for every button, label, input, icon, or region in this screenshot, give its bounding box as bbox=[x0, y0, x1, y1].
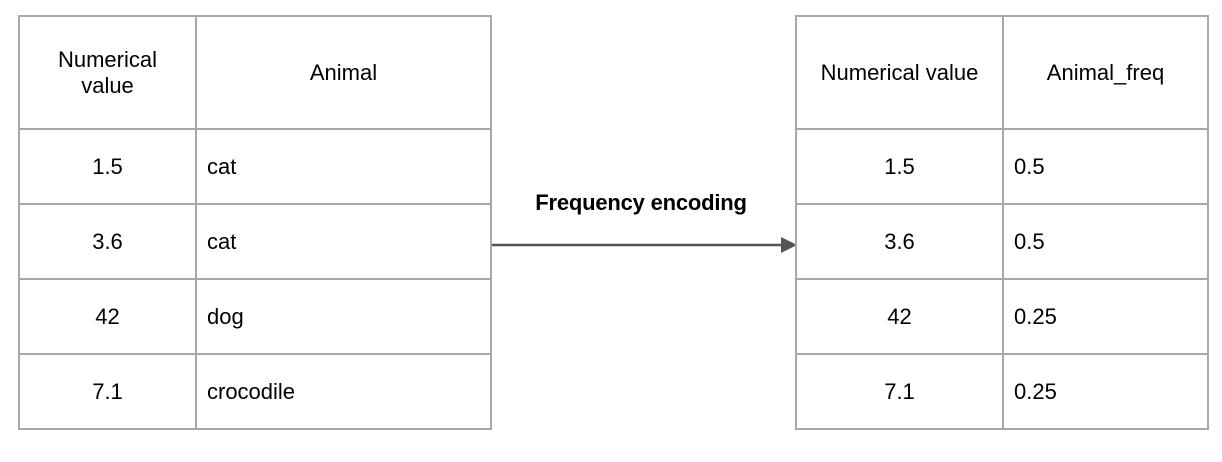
encoded-cell-numerical-value: 3.6 bbox=[795, 203, 1004, 280]
source-cell-numerical-value: 42 bbox=[18, 278, 197, 355]
encoded-header-animal-freq: Animal_freq bbox=[1002, 15, 1209, 130]
source-cell-animal: crocodile bbox=[195, 353, 492, 430]
encoded-table: Numerical value Animal_freq 1.5 0.5 3.6 … bbox=[795, 15, 1209, 430]
table-row: 1.5 0.5 bbox=[795, 128, 1209, 205]
transform-label: Frequency encoding bbox=[535, 190, 747, 215]
source-cell-numerical-value: 3.6 bbox=[18, 203, 197, 280]
right-arrow-icon bbox=[492, 237, 797, 253]
encoded-cell-numerical-value: 7.1 bbox=[795, 353, 1004, 430]
table-row: 1.5 cat bbox=[18, 128, 492, 205]
encoded-cell-animal-freq: 0.5 bbox=[1002, 128, 1209, 205]
source-header-numerical-value: Numerical value bbox=[18, 15, 197, 130]
source-header-animal: Animal bbox=[195, 15, 492, 130]
source-cell-animal: dog bbox=[195, 278, 492, 355]
source-cell-numerical-value: 7.1 bbox=[18, 353, 197, 430]
source-cell-animal: cat bbox=[195, 203, 492, 280]
table-header-row: Numerical value Animal_freq bbox=[795, 15, 1209, 130]
transform-group: Frequency encoding bbox=[490, 190, 798, 260]
encoded-cell-animal-freq: 0.5 bbox=[1002, 203, 1209, 280]
source-cell-numerical-value: 1.5 bbox=[18, 128, 197, 205]
source-cell-animal: cat bbox=[195, 128, 492, 205]
encoded-cell-numerical-value: 1.5 bbox=[795, 128, 1004, 205]
table-row: 3.6 0.5 bbox=[795, 203, 1209, 280]
table-row: 42 0.25 bbox=[795, 278, 1209, 355]
encoded-cell-animal-freq: 0.25 bbox=[1002, 278, 1209, 355]
table-row: 7.1 0.25 bbox=[795, 353, 1209, 430]
table-row: 42 dog bbox=[18, 278, 492, 355]
table-header-row: Numerical value Animal bbox=[18, 15, 492, 130]
table-row: 7.1 crocodile bbox=[18, 353, 492, 430]
source-table: Numerical value Animal 1.5 cat 3.6 cat 4… bbox=[18, 15, 492, 430]
encoded-cell-numerical-value: 42 bbox=[795, 278, 1004, 355]
encoded-header-numerical-value: Numerical value bbox=[795, 15, 1004, 130]
table-row: 3.6 cat bbox=[18, 203, 492, 280]
encoded-cell-animal-freq: 0.25 bbox=[1002, 353, 1209, 430]
